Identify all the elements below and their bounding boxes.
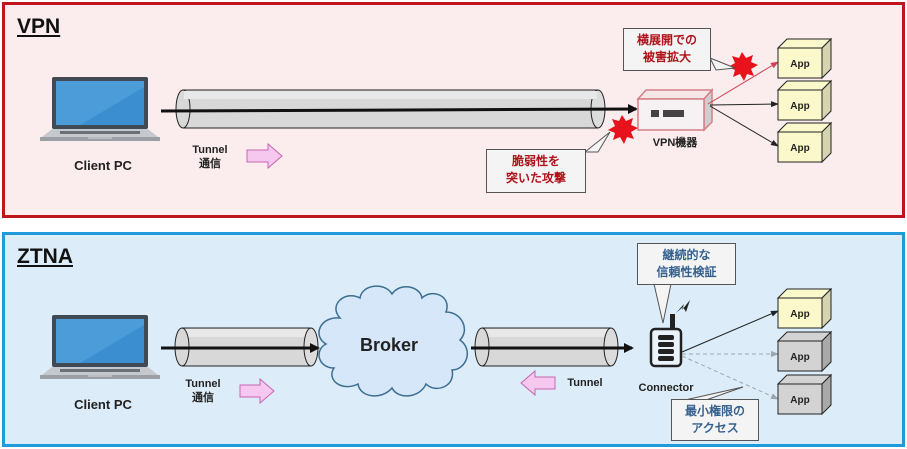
- callout-lateral-line-2: 被害拡大: [642, 50, 691, 64]
- connector-icon: [649, 300, 690, 368]
- vpn-device-icon: [636, 88, 714, 132]
- callout-verify-line-2: 信頼性検証: [656, 265, 717, 279]
- callout-least-line-2: アクセス: [691, 421, 739, 435]
- vpn-title: VPN: [17, 15, 61, 38]
- vpn-link-app-2: [709, 101, 779, 108]
- vpn-link-app-3: [709, 105, 779, 147]
- vpn-tunnel-label-1: Tunnel: [192, 144, 228, 156]
- callout-verify-pointer: [653, 283, 672, 324]
- ztna-link-app-1: [681, 310, 779, 353]
- app-label: App: [790, 101, 809, 112]
- app-label: App: [790, 59, 809, 70]
- vpn-flow-arrow: [160, 104, 638, 115]
- vpn-device-label: VPN機器: [652, 137, 698, 149]
- ztna-return-tunnel-label: Tunnel: [567, 377, 603, 389]
- callout-least-privilege: 最小権限の アクセス: [671, 399, 759, 441]
- callout-continuous-verification: 継続的な 信頼性検証: [637, 243, 736, 285]
- ztna-app-2: App: [776, 330, 833, 373]
- vpn-client-laptop: [40, 77, 160, 141]
- broker-label: Broker: [360, 335, 419, 355]
- ztna-client-laptop: [40, 315, 160, 379]
- ztna-app-3: App: [776, 373, 833, 416]
- ztna-link-app-3: [681, 355, 779, 400]
- lateral-burst-icon: [728, 52, 758, 81]
- ztna-tunnel-label-1: Tunnel: [185, 378, 221, 390]
- vpn-client-label: Client PC: [74, 158, 132, 173]
- ztna-title: ZTNA: [17, 245, 73, 268]
- vpn-app-2: App: [776, 79, 833, 122]
- callout-lateral-spread: 横展開での 被害拡大: [623, 28, 711, 71]
- vpn-link-app-1: [707, 61, 779, 105]
- callout-vulnerability-attack: 脆弱性を 突いた攻撃: [486, 149, 586, 193]
- app-label: App: [790, 143, 809, 154]
- broker-cloud-icon: [318, 285, 469, 397]
- ztna-tunnel-label-2: 通信: [192, 392, 214, 404]
- attack-burst-icon: [608, 115, 638, 144]
- vpn-tunnel-label-2: 通信: [199, 158, 221, 170]
- ztna-app-1: App: [776, 287, 833, 330]
- ztna-client-label: Client PC: [74, 397, 132, 412]
- callout-verify-line-1: 継続的な: [662, 248, 711, 262]
- callout-attack-line-1: 脆弱性を: [511, 154, 560, 168]
- callout-lateral-pointer: [708, 57, 736, 71]
- vpn-app-1: App: [776, 37, 833, 80]
- callout-least-line-1: 最小権限の: [684, 404, 745, 418]
- app-label: App: [790, 395, 809, 406]
- vpn-app-3: App: [776, 121, 833, 164]
- callout-attack-pointer: [583, 131, 611, 153]
- callout-attack-line-2: 突いた攻撃: [505, 171, 566, 185]
- app-label: App: [790, 309, 809, 320]
- connector-label: Connector: [638, 382, 694, 394]
- signal-icon: [676, 300, 690, 313]
- callout-lateral-line-1: 横展開での: [636, 33, 697, 47]
- ztna-return-arrow-icon: [520, 369, 556, 397]
- vpn-direction-arrow-icon: [246, 142, 283, 170]
- app-label: App: [790, 352, 809, 363]
- ztna-direction-arrow-icon: [239, 377, 275, 405]
